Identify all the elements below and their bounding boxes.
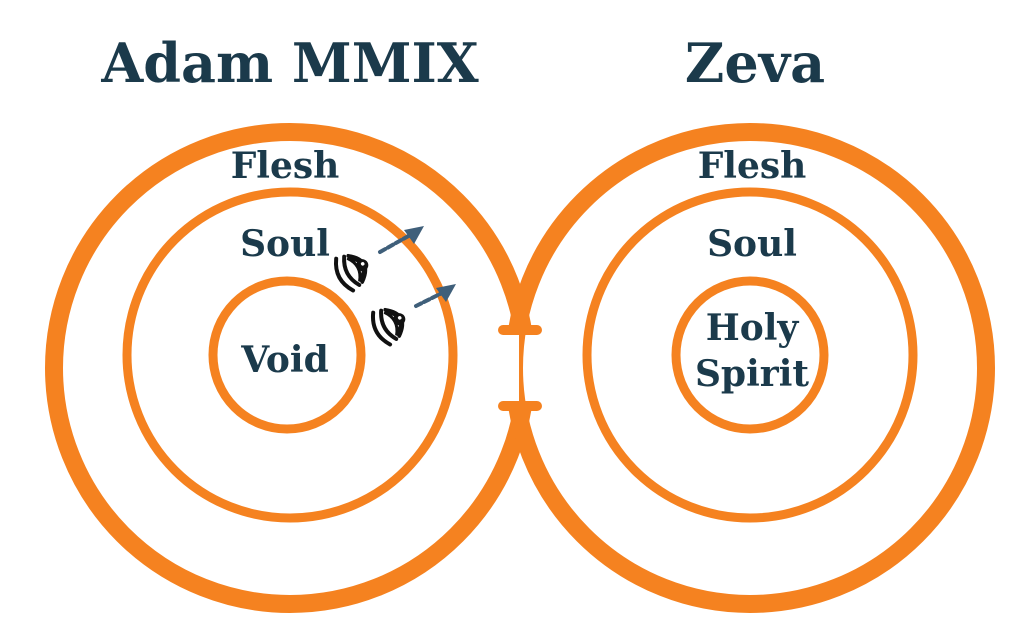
right-inner-ring [671, 276, 829, 434]
left-inner-ring [208, 276, 366, 434]
left-middle-ring [122, 187, 458, 523]
arrow-icon [378, 226, 424, 254]
left-title: Adam MMIX [100, 31, 478, 95]
left-void-label: Void [240, 339, 329, 381]
right-title: Zeva [685, 31, 825, 95]
left-flesh-label: Flesh [231, 145, 340, 187]
right-outer-ring [505, 123, 995, 613]
eye-icon [333, 253, 369, 293]
right-middle-ring [582, 187, 918, 523]
right-spirit-label: Spirit [695, 353, 809, 395]
left-outer-ring [45, 123, 535, 613]
right-holy-label: Holy [706, 307, 800, 349]
eye-icon [370, 307, 406, 347]
right-soul-label: Soul [707, 223, 797, 265]
left-soul-label: Soul [240, 223, 330, 265]
arrow-icon [414, 284, 456, 308]
right-flesh-label: Flesh [698, 145, 807, 187]
